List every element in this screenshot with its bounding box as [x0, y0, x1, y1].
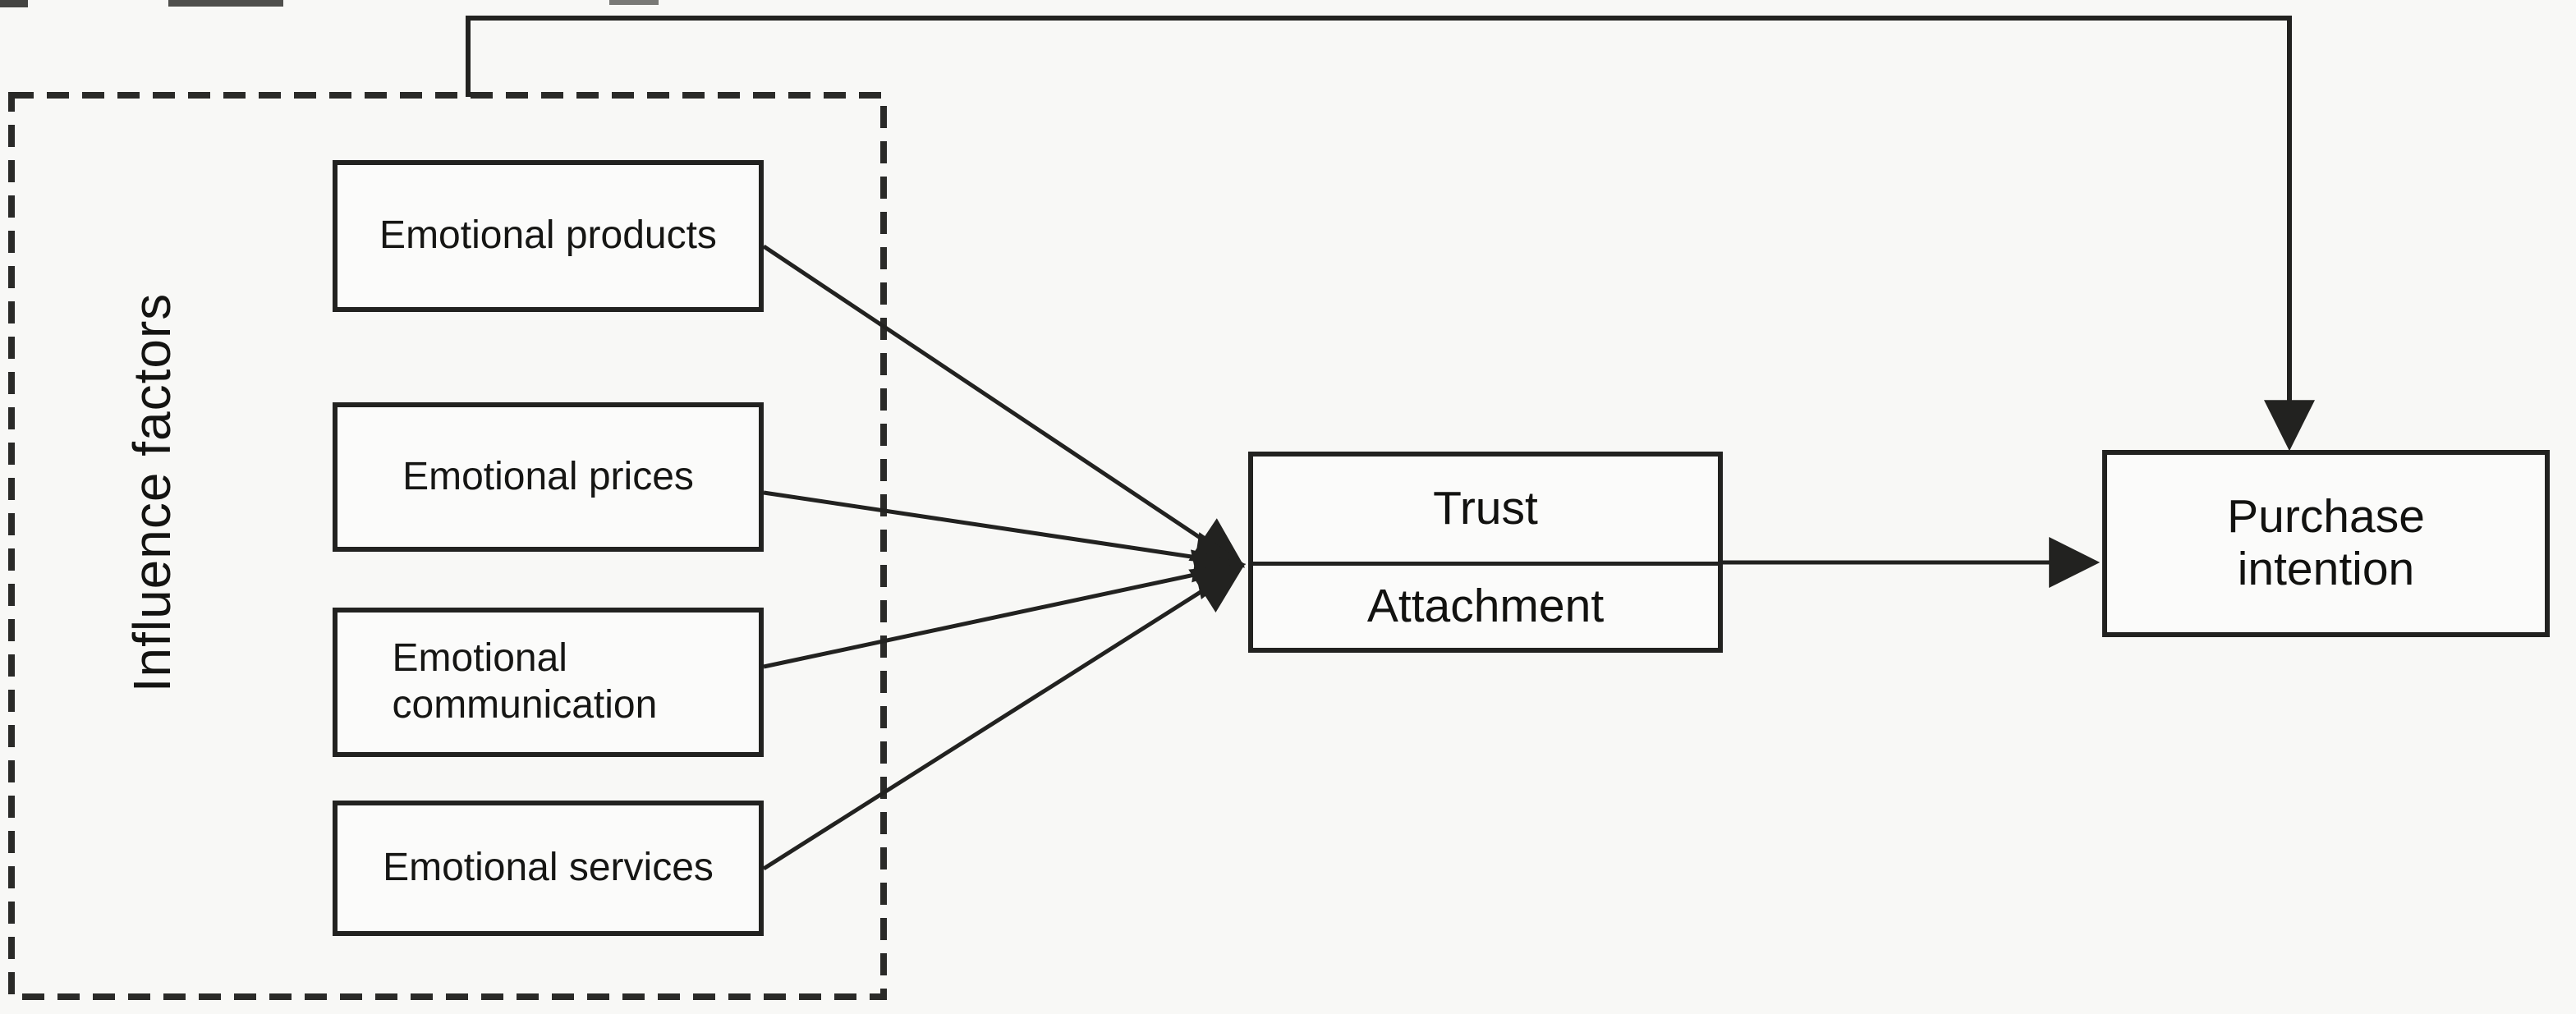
- trust-cell: Trust: [1253, 457, 1718, 566]
- arrow-emotional-services: [762, 563, 1246, 871]
- scan-artifact: [609, 0, 659, 5]
- node-purchase-intention: Purchase intention: [2102, 450, 2550, 637]
- attachment-cell: Attachment: [1253, 566, 1718, 648]
- influence-factors-label: Influence factors: [122, 292, 181, 693]
- scan-artifact: [168, 0, 283, 7]
- node-emotional-services: Emotional services: [333, 801, 764, 936]
- node-emotional-prices: Emotional prices: [333, 402, 764, 552]
- emotional-prices-label: Emotional prices: [402, 454, 694, 498]
- node-emotional-communication: Emotional communication: [333, 608, 764, 757]
- influence-factors-caption: Influence factors: [117, 156, 187, 829]
- scan-artifact: [0, 0, 28, 7]
- attachment-label: Attachment: [1366, 580, 1605, 633]
- arrow-emotional-products: [762, 244, 1246, 568]
- arrow-emotional-communication: [763, 549, 1247, 669]
- emotional-communication-label: Emotional communication: [392, 636, 658, 727]
- arrow-emotional-prices: [763, 490, 1247, 583]
- node-emotional-products: Emotional products: [333, 160, 764, 312]
- emotional-services-label: Emotional services: [383, 846, 714, 890]
- purchase-intention-label: Purchase intention: [2227, 490, 2425, 595]
- emotional-products-label: Emotional products: [379, 213, 717, 258]
- trust-label: Trust: [1433, 482, 1538, 535]
- node-trust-attachment: Trust Attachment: [1248, 452, 1723, 653]
